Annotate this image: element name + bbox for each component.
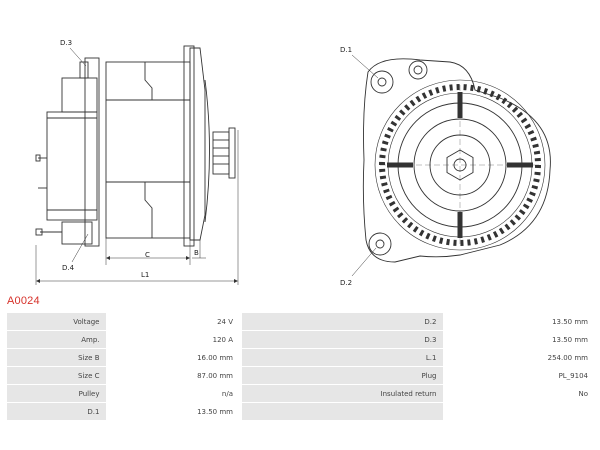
stator-body [105,61,191,239]
spec-value: 13.50 mm [104,402,238,421]
label-d2: D.2 [340,279,352,287]
technical-drawing: D.3 D.4 C B L1 [35,39,551,287]
front-housing-outline [362,58,551,263]
mount-ear-d2 [368,232,392,256]
spec-row: Size C 87.00 mm Plug PL_9104 [7,366,593,385]
front-view [351,54,551,277]
spec-label: L.1 [242,348,442,367]
label-l1: L1 [141,271,149,279]
label-d4: D.4 [62,264,75,272]
alternator-drawing-svg: D.3 D.4 C B L1 [35,39,551,287]
label-b: B [194,249,199,257]
spec-value: No [441,384,593,403]
spec-table: Voltage 24 V D.2 13.50 mm Amp. 120 A D.3… [7,312,593,421]
spec-label [242,402,442,421]
spec-label: Pulley [7,384,105,403]
spec-row: Amp. 120 A D.3 13.50 mm [7,330,593,349]
spec-label: D.1 [7,402,105,421]
spec-label: Voltage [7,312,105,331]
spec-value: 13.50 mm [441,330,593,349]
spec-label: Plug [242,366,442,385]
rear-top-box [61,77,98,113]
spec-value: 87.00 mm [104,366,238,385]
spec-value: 16.00 mm [104,348,238,367]
spec-value: 13.50 mm [441,312,593,331]
spec-value: n/a [104,384,238,403]
rear-flange [84,57,100,247]
side-view [35,45,239,285]
spec-row: Voltage 24 V D.2 13.50 mm [7,312,593,331]
spec-row: Size B 16.00 mm L.1 254.00 mm [7,348,593,367]
spec-label: Size C [7,366,105,385]
spec-gap [238,402,242,421]
spec-value [441,402,593,421]
label-d1: D.1 [340,46,352,54]
spec-row: D.1 13.50 mm [7,402,593,421]
mount-ear-d1 [370,70,394,94]
spec-value: PL_9104 [441,366,593,385]
rear-cover [46,111,98,221]
spec-value: 24 V [104,312,238,331]
spec-label: D.2 [242,312,442,331]
spec-label: Size B [7,348,105,367]
spec-label: D.3 [242,330,442,349]
label-c: C [145,251,150,259]
part-code: A0024 [7,295,40,307]
label-d3: D.3 [60,39,72,47]
spec-row: Pulley n/a Insulated return No [7,384,593,403]
spec-value: 254.00 mm [441,348,593,367]
pulley [212,131,230,175]
spec-label: Amp. [7,330,105,349]
front-housing [189,47,206,241]
spec-label: Insulated return [242,384,442,403]
spec-value: 120 A [104,330,238,349]
